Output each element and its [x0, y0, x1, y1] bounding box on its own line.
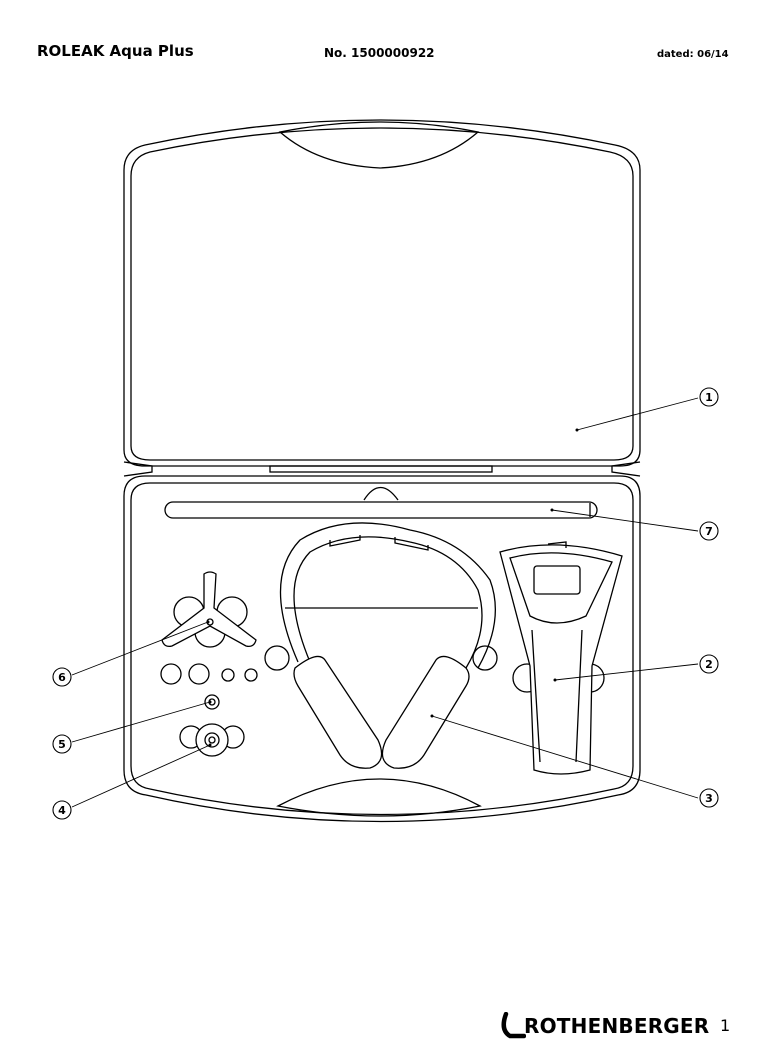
recess-2 [188, 663, 210, 685]
rothenberger-logo: ROTHENBERGER 1 [498, 1010, 748, 1050]
recess-3 [221, 668, 235, 682]
document-number: No. 1500000922 [324, 46, 435, 60]
hinge-left [123, 461, 153, 477]
bell-adapter [179, 723, 245, 757]
callout-5: 5 [52, 734, 72, 754]
probe-rod [164, 486, 598, 519]
svg-text:1: 1 [705, 391, 713, 404]
document-date: dated: 06/14 [657, 49, 729, 60]
case-lid [123, 119, 641, 467]
svg-text:4: 4 [58, 804, 66, 817]
hinge-right [611, 461, 641, 477]
recess-4 [244, 668, 258, 682]
recess-1 [160, 663, 182, 685]
callout-6: 6 [52, 667, 72, 687]
callout-7: 7 [699, 521, 719, 541]
svg-text:6: 6 [58, 671, 66, 684]
headphones [264, 522, 498, 769]
case-base [123, 475, 641, 823]
small-adapter [204, 694, 220, 710]
case-exploded-drawing: 1 7 2 3 6 5 4 [52, 119, 719, 823]
callout-3: 3 [699, 788, 719, 808]
callout-2: 2 [699, 654, 719, 674]
callout-4: 4 [52, 800, 72, 820]
svg-text:2: 2 [705, 658, 713, 671]
document-title: ROLEAK Aqua Plus [37, 42, 194, 60]
svg-text:5: 5 [58, 738, 66, 751]
brand-name: ROTHENBERGER [524, 1014, 710, 1038]
page-number: 1 [720, 1016, 731, 1035]
tripod-adapter [161, 571, 257, 648]
svg-text:7: 7 [705, 525, 713, 538]
logo-swoosh-icon [501, 1012, 526, 1039]
callout-1: 1 [699, 387, 719, 407]
leak-detector-device [499, 541, 623, 775]
svg-text:3: 3 [705, 792, 713, 805]
hinge-bar [269, 465, 493, 473]
